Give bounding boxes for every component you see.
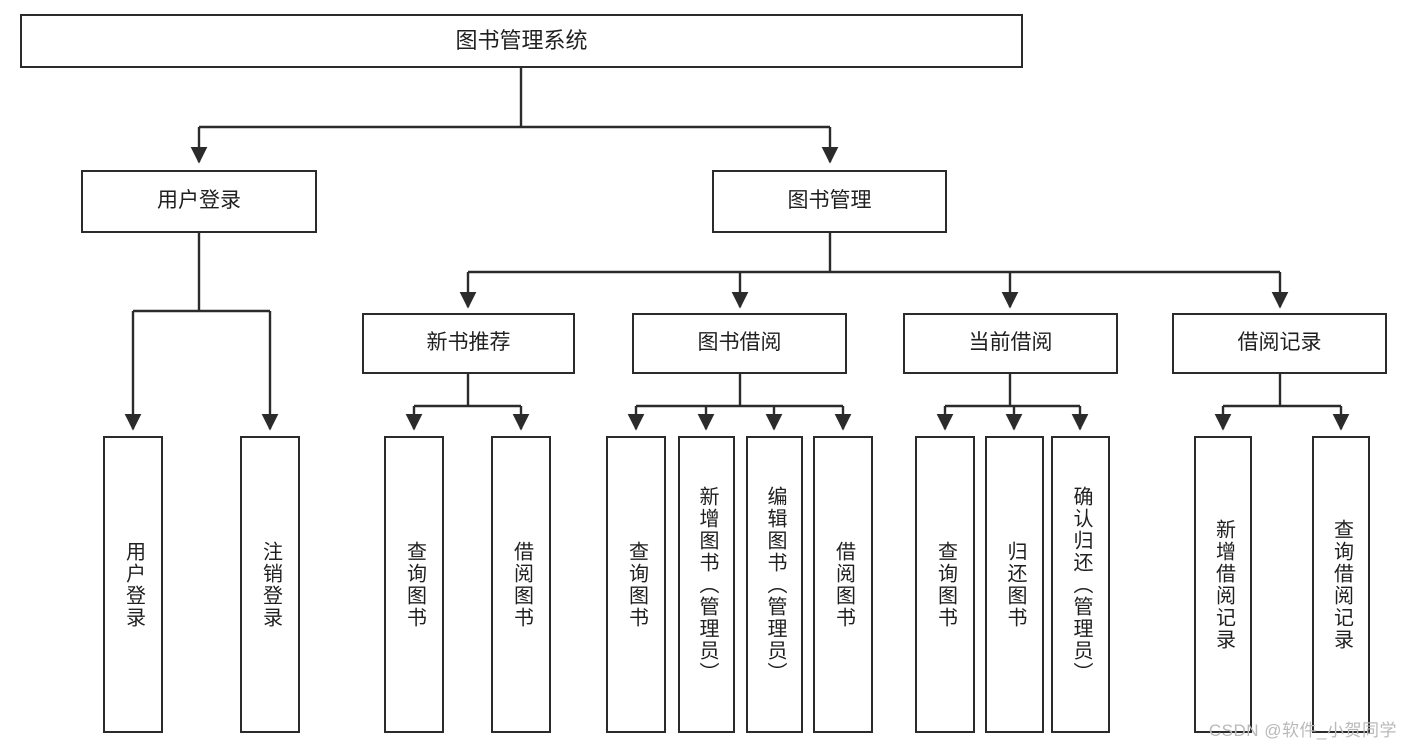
node-user-login[interactable]: 用户登录 bbox=[81, 170, 317, 233]
node-leaf-query-book-1[interactable]: 查询图书 bbox=[384, 436, 444, 733]
node-leaf-user-login[interactable]: 用户登录 bbox=[103, 436, 163, 733]
node-label: 用户登录 bbox=[157, 189, 241, 213]
node-root-system[interactable]: 图书管理系统 bbox=[20, 14, 1023, 68]
node-leaf-borrow-book-1[interactable]: 借阅图书 bbox=[491, 436, 551, 733]
node-leaf-query-book-3[interactable]: 查询图书 bbox=[915, 436, 975, 733]
node-label: 用户登录 bbox=[122, 540, 145, 629]
node-label: 新增图书（管理员） bbox=[696, 485, 718, 684]
node-leaf-query-book-2[interactable]: 查询图书 bbox=[606, 436, 666, 733]
node-label: 当前借阅 bbox=[968, 331, 1053, 355]
node-leaf-borrow-book-2[interactable]: 借阅图书 bbox=[813, 436, 873, 733]
node-label: 查询图书 bbox=[934, 540, 957, 629]
node-leaf-return-book[interactable]: 归还图书 bbox=[985, 436, 1044, 733]
node-leaf-add-book[interactable]: 新增图书（管理员） bbox=[678, 436, 735, 733]
node-label: 查询借阅记录 bbox=[1330, 518, 1353, 651]
node-leaf-query-record[interactable]: 查询借阅记录 bbox=[1312, 436, 1370, 733]
node-label: 查询图书 bbox=[403, 540, 426, 629]
node-label: 查询图书 bbox=[625, 540, 648, 629]
node-leaf-add-record[interactable]: 新增借阅记录 bbox=[1194, 436, 1252, 733]
node-leaf-logout-login[interactable]: 注销登录 bbox=[240, 436, 300, 733]
node-label: 归还图书 bbox=[1004, 540, 1026, 629]
node-label: 新书推荐 bbox=[426, 331, 511, 355]
node-book-borrow[interactable]: 图书借阅 bbox=[632, 313, 847, 374]
node-label: 借阅图书 bbox=[510, 540, 533, 629]
node-label: 图书管理系统 bbox=[455, 28, 588, 54]
node-label: 图书管理 bbox=[787, 189, 872, 213]
node-label: 确认归还（管理员） bbox=[1070, 485, 1092, 684]
node-book-manage[interactable]: 图书管理 bbox=[712, 170, 947, 233]
node-leaf-confirm-return[interactable]: 确认归还（管理员） bbox=[1051, 436, 1110, 733]
node-leaf-edit-book[interactable]: 编辑图书（管理员） bbox=[746, 436, 803, 733]
node-borrow-record[interactable]: 借阅记录 bbox=[1172, 313, 1387, 374]
node-label: 注销登录 bbox=[259, 540, 282, 629]
node-new-book-rec[interactable]: 新书推荐 bbox=[362, 313, 575, 374]
csdn-watermark: CSDN @软件_小贺同学 bbox=[1208, 721, 1397, 740]
node-label: 借阅记录 bbox=[1237, 331, 1322, 355]
node-label: 编辑图书（管理员） bbox=[764, 485, 786, 684]
node-label: 图书借阅 bbox=[697, 331, 782, 355]
node-label: 借阅图书 bbox=[832, 540, 855, 629]
node-label: 新增借阅记录 bbox=[1212, 518, 1235, 651]
node-current-borrow[interactable]: 当前借阅 bbox=[903, 313, 1118, 374]
